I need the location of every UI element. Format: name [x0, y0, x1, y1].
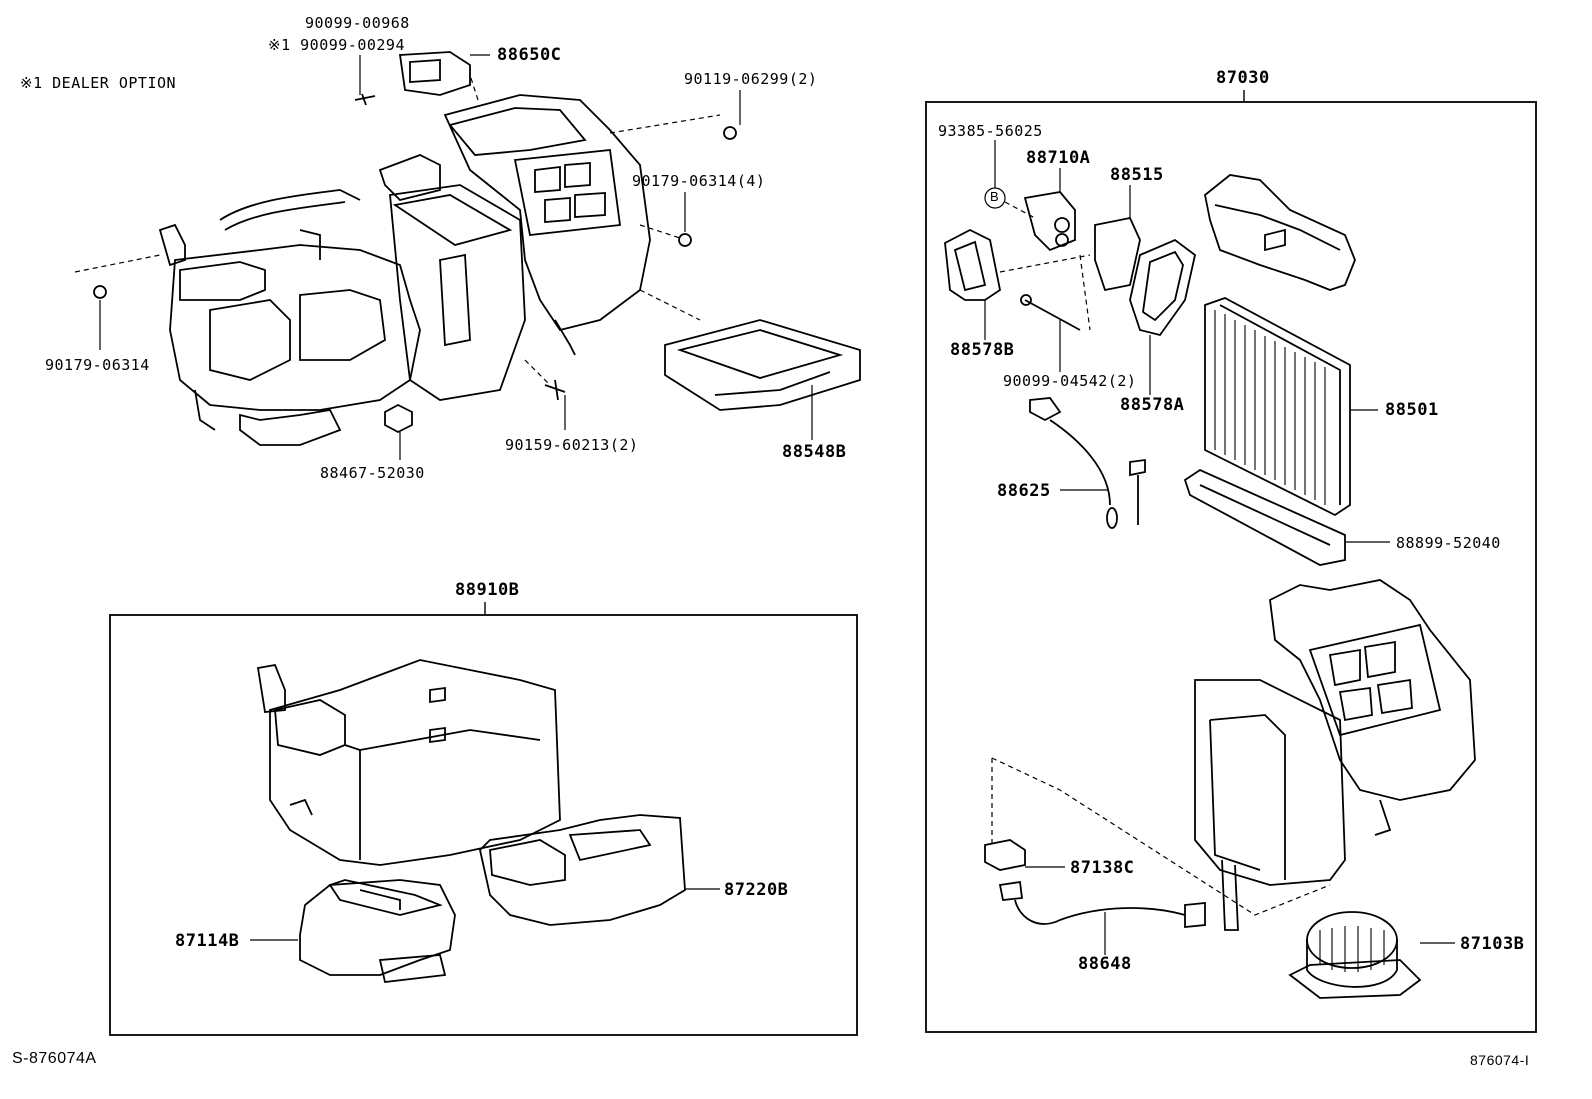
- part-label-88548B[interactable]: 88548B: [782, 442, 847, 462]
- evaporator-group-box: [925, 90, 1537, 1033]
- part-label-90179-06314-4[interactable]: 90179-06314(4): [632, 172, 766, 190]
- part-label-88648[interactable]: 88648: [1078, 954, 1132, 974]
- part-label-90099-04542[interactable]: 90099-04542(2): [1003, 372, 1137, 390]
- top-left-leader-lines: [99, 54, 813, 460]
- heater-unit-drawing: [93, 51, 861, 446]
- part-label-88650C[interactable]: 88650C: [497, 45, 562, 65]
- footer-left-ref: S-876074A: [12, 1050, 97, 1067]
- group-label-87030[interactable]: 87030: [1216, 68, 1270, 88]
- part-label-90099-00294[interactable]: ※1 90099-00294: [268, 36, 405, 54]
- part-label-88501[interactable]: 88501: [1385, 400, 1439, 420]
- part-label-93385-56025[interactable]: 93385-56025: [938, 122, 1043, 140]
- dealer-option-note: ※1 DEALER OPTION: [20, 74, 177, 92]
- part-label-90159-60213[interactable]: 90159-60213(2): [505, 436, 639, 454]
- evaporator-group-dashed: [991, 201, 1331, 916]
- part-label-88467-52030[interactable]: 88467-52030: [320, 464, 425, 482]
- heater-group-leaders: [250, 888, 720, 941]
- part-label-87103B[interactable]: 87103B: [1460, 934, 1525, 954]
- evaporator-group-leaders: [984, 140, 1455, 955]
- part-label-87220B[interactable]: 87220B: [724, 880, 789, 900]
- part-label-87138C[interactable]: 87138C: [1070, 858, 1135, 878]
- part-label-87114B[interactable]: 87114B: [175, 931, 240, 951]
- part-label-90179-06314[interactable]: 90179-06314: [45, 356, 150, 374]
- group-label-88910B[interactable]: 88910B: [455, 580, 520, 600]
- part-label-88578B[interactable]: 88578B: [950, 340, 1015, 360]
- top-left-dashed-lines: [74, 74, 721, 386]
- part-label-88899-52040[interactable]: 88899-52040: [1396, 534, 1501, 552]
- evaporator-group-drawing: [944, 174, 1476, 999]
- heater-group-box: [109, 602, 858, 1036]
- part-label-88578A[interactable]: 88578A: [1120, 395, 1185, 415]
- part-label-88710A[interactable]: 88710A: [1026, 148, 1091, 168]
- footer-right-ref: 876074-I: [1470, 1052, 1530, 1068]
- part-label-88515[interactable]: 88515: [1110, 165, 1164, 185]
- part-label-90099-00968[interactable]: 90099-00968: [305, 14, 410, 32]
- reference-mark-b: B: [990, 189, 1000, 204]
- part-label-88625[interactable]: 88625: [997, 481, 1051, 501]
- part-label-90119-06299[interactable]: 90119-06299(2): [684, 70, 818, 88]
- heater-group-drawing: [256, 659, 686, 983]
